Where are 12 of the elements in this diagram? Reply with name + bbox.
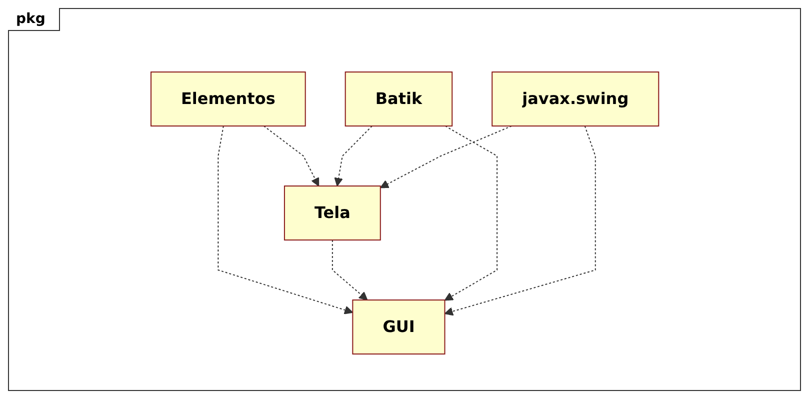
node-box: Batik <box>345 71 453 126</box>
arrow <box>444 125 498 300</box>
arrow <box>218 125 354 314</box>
node-box: Tela <box>284 185 382 240</box>
arrow <box>332 239 368 300</box>
arrow <box>334 125 373 186</box>
frame-title: pkg <box>8 8 60 31</box>
arrow <box>380 125 512 188</box>
node-box: Elementos <box>150 71 306 126</box>
arrow <box>444 125 596 316</box>
node-box: GUI <box>352 299 446 354</box>
arrow <box>264 125 320 186</box>
